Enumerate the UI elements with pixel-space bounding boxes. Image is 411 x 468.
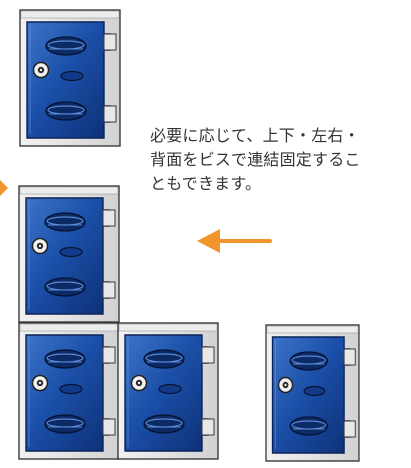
caption-line-2: 背面をビスで連結固定するこ xyxy=(150,150,361,169)
caption-line-1: 必要に応じて、上下・左右・ xyxy=(150,126,360,145)
locker-separate-right xyxy=(265,324,360,462)
orange-left-arrow-icon xyxy=(197,229,272,253)
caption-text: 必要に応じて、上下・左右・ 背面をビスで連結固定するこ ともできます。 xyxy=(150,124,408,196)
locker-top-standalone xyxy=(19,9,121,147)
caption-line-3: ともできます。 xyxy=(150,174,262,193)
locker-stack-lower-left xyxy=(18,322,120,460)
orange-diagonal-arrow-icon xyxy=(0,180,8,196)
locker-stack-lower-right xyxy=(117,322,219,460)
locker-stack-upper xyxy=(18,185,120,323)
